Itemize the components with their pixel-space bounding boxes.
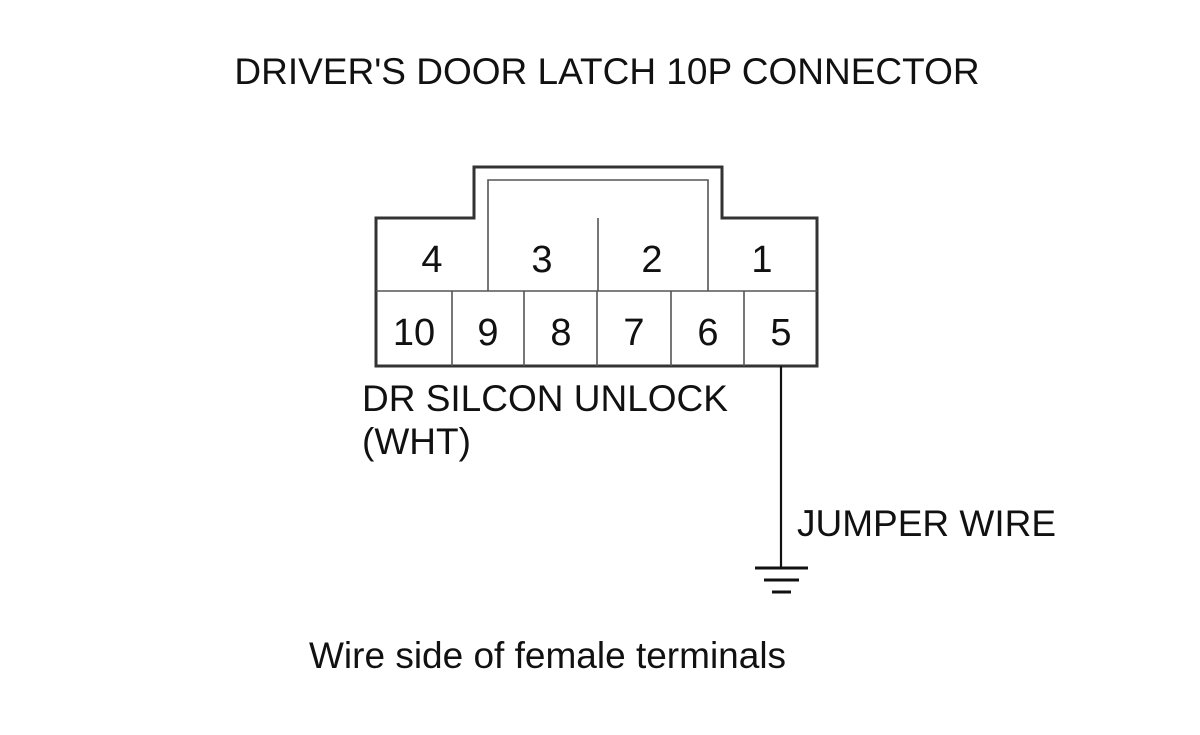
connector-housing (374, 165, 819, 368)
terminal-label-line2: (WHT) (362, 421, 471, 462)
terminal-label-line1: DR SILCON UNLOCK (362, 378, 728, 419)
pin-number: 2 (641, 239, 662, 281)
jumper-wire-label: JUMPER WIRE (797, 503, 1056, 544)
ground-icon (755, 566, 808, 594)
pin-number: 4 (421, 239, 442, 281)
pin-number: 10 (393, 312, 435, 354)
bottom-row-pins: 10 9 8 7 6 5 (393, 312, 792, 354)
pin-number: 9 (477, 312, 498, 354)
connector-outline (374, 165, 819, 368)
pin-number: 7 (623, 312, 644, 354)
pin-number: 5 (770, 312, 791, 354)
pin-number: 1 (751, 239, 772, 281)
pin-number: 8 (550, 312, 571, 354)
top-row-pins: 4 3 2 1 (421, 239, 772, 281)
connector-lock-tab (487, 179, 709, 218)
diagram-caption: Wire side of female terminals (309, 635, 786, 676)
diagram-title: DRIVER'S DOOR LATCH 10P CONNECTOR (234, 51, 979, 92)
pin-number: 3 (531, 239, 552, 281)
pin-number: 6 (697, 312, 718, 354)
